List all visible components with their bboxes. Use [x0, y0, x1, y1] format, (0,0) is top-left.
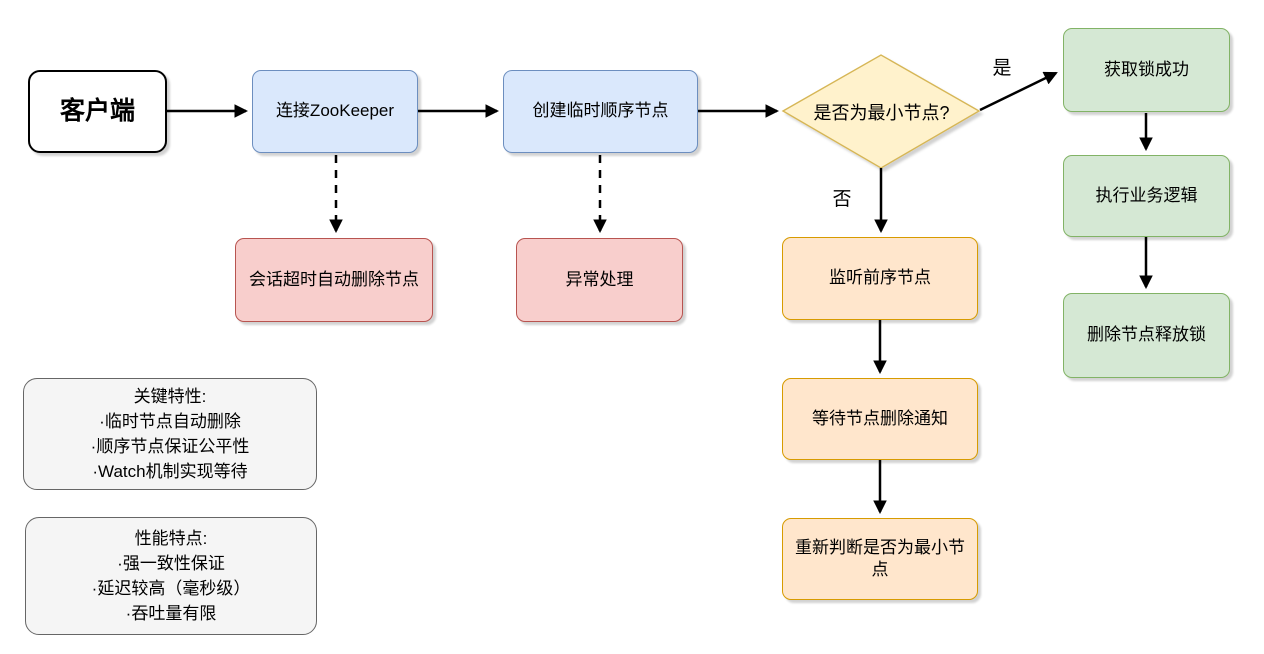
node-exception-handling: 异常处理: [516, 238, 683, 322]
node-delete-node-release-lock: 删除节点释放锁: [1063, 293, 1230, 378]
decision-diamond-shape: [781, 54, 981, 169]
node-execute-business-logic: 执行业务逻辑: [1063, 155, 1230, 237]
note-performance-item: ·强一致性保证: [117, 554, 225, 573]
note-key-features-title: 关键特性:: [133, 387, 207, 406]
note-key-features-item: ·Watch机制实现等待: [92, 462, 248, 481]
node-session-timeout-delete: 会话超时自动删除节点: [235, 238, 433, 322]
edge-label-no: 否: [832, 189, 852, 210]
note-performance-title: 性能特点:: [134, 529, 208, 548]
node-watch-previous-node: 监听前序节点: [782, 237, 978, 320]
note-key-features: 关键特性: ·临时节点自动删除 ·顺序节点保证公平性 ·Watch机制实现等待: [23, 378, 317, 490]
arrow-decision-yes-to-lock: [979, 71, 1058, 112]
note-performance: 性能特点: ·强一致性保证 ·延迟较高（毫秒级） ·吞吐量有限: [25, 517, 317, 635]
node-wait-delete-notification: 等待节点删除通知: [782, 378, 978, 460]
node-create-ephemeral-sequential: 创建临时顺序节点: [503, 70, 698, 153]
node-lock-acquired: 获取锁成功: [1063, 28, 1230, 112]
note-key-features-item: ·顺序节点保证公平性: [90, 437, 250, 456]
node-recheck-min-node: 重新判断是否为最小节点: [782, 518, 978, 600]
note-key-features-item: ·临时节点自动删除: [99, 412, 241, 431]
note-performance-item: ·延迟较高（毫秒级）: [91, 579, 251, 598]
node-connect-zookeeper: 连接ZooKeeper: [252, 70, 418, 153]
node-decision-min-node: 是否为最小节点?: [813, 102, 950, 123]
edge-label-yes: 是: [992, 58, 1012, 79]
note-performance-item: ·吞吐量有限: [125, 604, 217, 623]
node-client: 客户端: [28, 70, 167, 153]
